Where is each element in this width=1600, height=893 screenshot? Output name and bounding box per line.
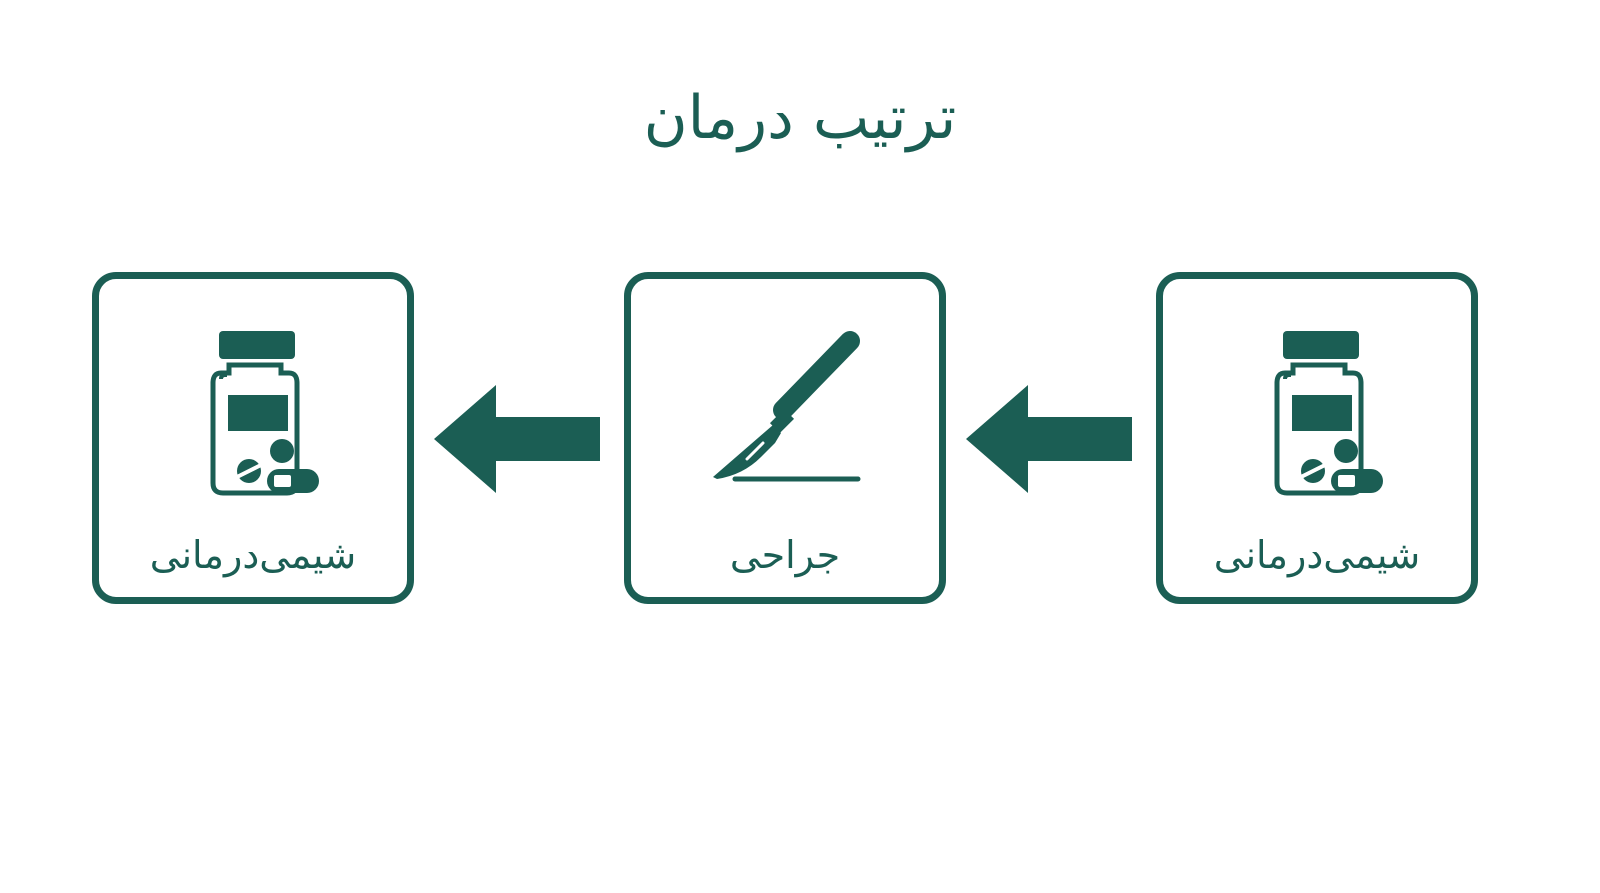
step-label: شیمی‌درمانی — [149, 533, 357, 577]
step-label: شیمی‌درمانی — [1213, 533, 1421, 577]
scalpel-icon — [631, 329, 939, 499]
step-label: جراحی — [729, 533, 841, 577]
diagram-title: ترتیب درمان — [643, 83, 957, 153]
flow-arrow-left — [434, 385, 604, 493]
step-card-surgery: جراحی — [624, 272, 946, 604]
step-card-chemotherapy-first: شیمی‌درمانی — [1156, 272, 1478, 604]
step-card-chemotherapy-second: شیمی‌درمانی — [92, 272, 414, 604]
medicine-bottle-pills-icon — [99, 329, 407, 499]
flow-arrow-left — [966, 385, 1136, 493]
medicine-bottle-pills-icon — [1163, 329, 1471, 499]
